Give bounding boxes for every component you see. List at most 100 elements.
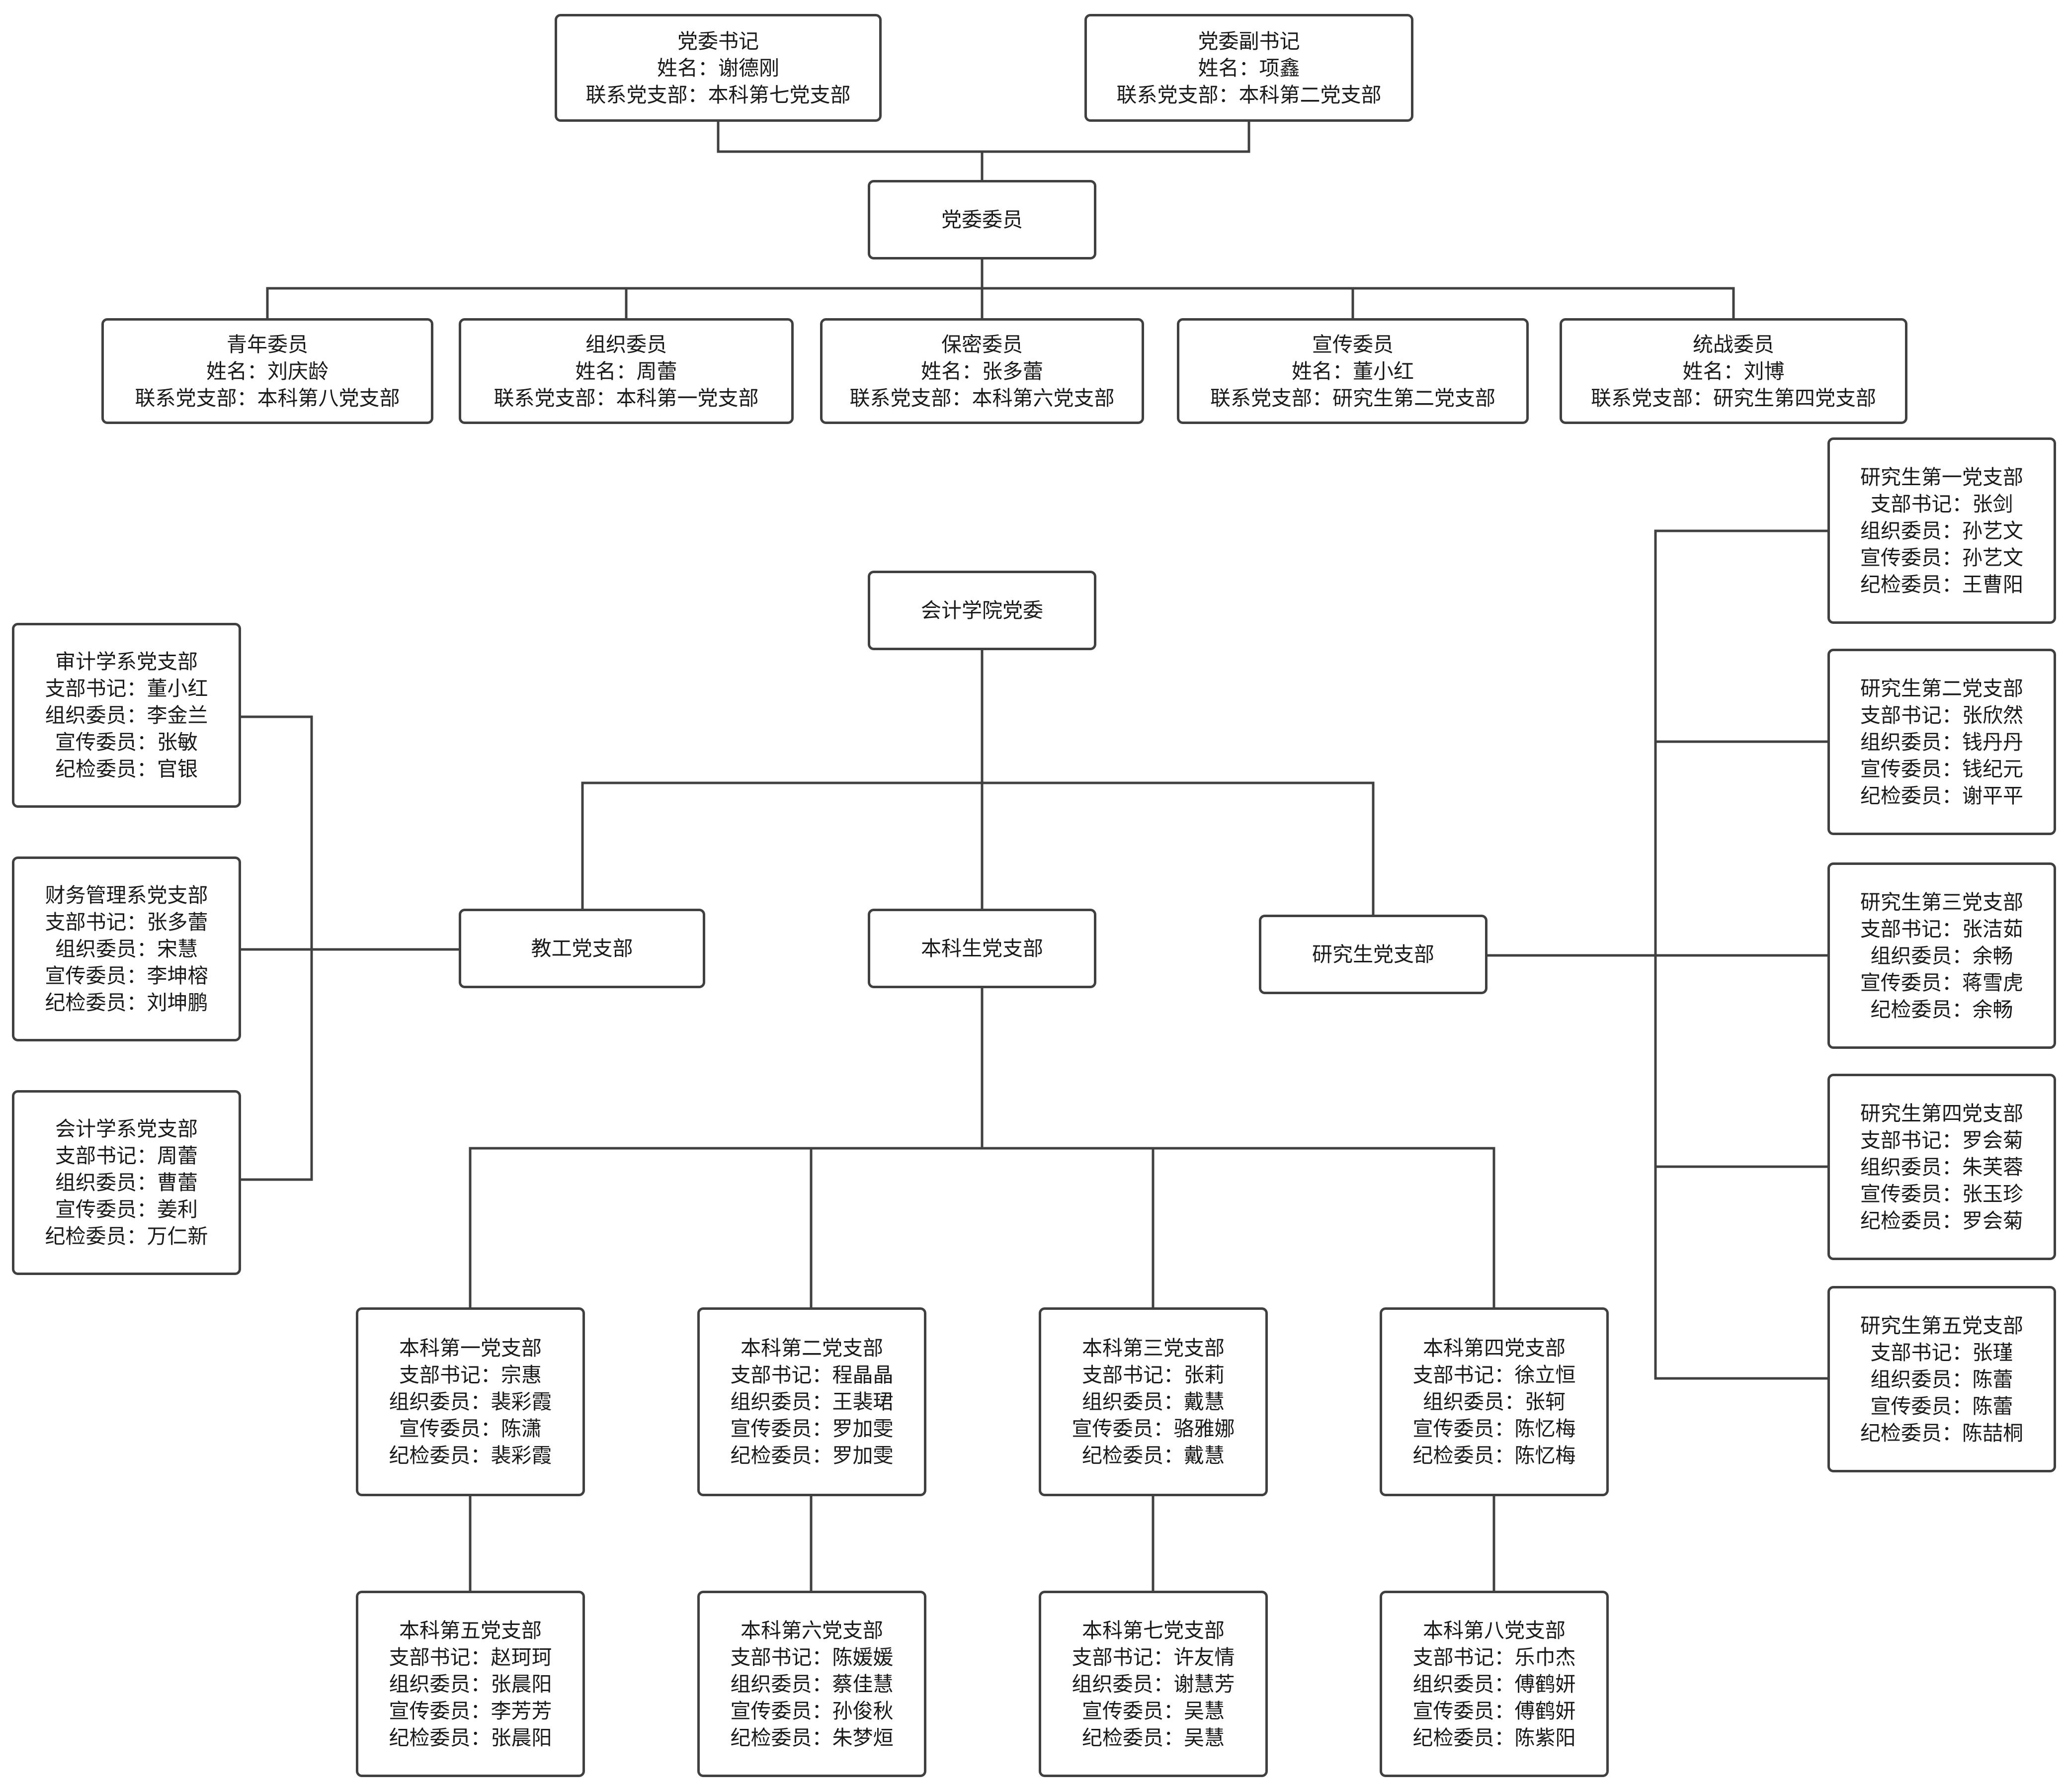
secretary-box: 党委书记 姓名：谢德刚 联系党支部：本科第七党支部 [555, 14, 882, 122]
node-line: 宣传委员：李芳芳 [389, 1699, 552, 1723]
node-line: 审计学系党支部 [55, 650, 198, 674]
node-line: 支部书记：乐巾杰 [1412, 1645, 1576, 1669]
undergrad-drops [810, 1148, 1155, 1307]
node-line: 组织委员：谢慧芳 [1072, 1672, 1235, 1696]
node-line: 研究生第四党支部 [1860, 1101, 2023, 1125]
node-line: 本科第八党支部 [1423, 1618, 1566, 1642]
node-line: 支部书记：许友情 [1072, 1645, 1235, 1669]
node-line: 支部书记：董小红 [45, 677, 208, 700]
node-line: 纪检委员：罗会菊 [1860, 1208, 2023, 1233]
node-line: 支部书记：宗惠 [399, 1363, 542, 1387]
node-line: 本科第四党支部 [1423, 1336, 1566, 1360]
node-line: 组织委员：王裴珺 [730, 1390, 894, 1414]
node-line: 会计学系党支部 [55, 1117, 198, 1141]
node-line: 纪检委员：陈忆梅 [1412, 1444, 1576, 1467]
node-line: 党委委员 [941, 208, 1023, 232]
node-line: 党委书记 [677, 29, 759, 53]
node-line: 研究生第三党支部 [1860, 890, 2023, 914]
node-line: 纪检委员：官银 [55, 757, 198, 781]
node-line: 研究生党支部 [1312, 942, 1434, 966]
node-line: 研究生第一党支部 [1860, 465, 2023, 489]
node-line: 姓名：董小红 [1292, 359, 1414, 383]
node-line: 支部书记：赵珂珂 [389, 1645, 552, 1669]
node-line: 纪检委员：戴慧 [1082, 1444, 1225, 1467]
node-line: 本科生党支部 [921, 937, 1043, 960]
grad-branch-node: 研究生党支部 [1259, 915, 1487, 994]
staff-branch-node: 教工党支部 [459, 909, 705, 988]
staff-child-node: 财务管理系党支部 支部书记：张多蕾 组织委员：宋慧 宣传委员：李坤榕 纪检委员：… [12, 856, 241, 1041]
node-line: 研究生第二党支部 [1860, 676, 2023, 700]
undergrad-child-node: 本科第四党支部 支部书记：徐立恒 组织委员：张轲 宣传委员：陈忆梅 纪检委员：陈… [1380, 1307, 1609, 1496]
node-line: 纪检委员：刘坤鹏 [45, 991, 208, 1015]
node-line: 支部书记：陈媛媛 [730, 1645, 894, 1669]
member-box-publicity: 宣传委员 姓名：董小红 联系党支部：研究生第二党支部 [1177, 318, 1529, 424]
node-line: 宣传委员：傅鹤妍 [1412, 1699, 1576, 1723]
node-line: 会计学院党委 [921, 598, 1043, 622]
node-line: 支部书记：张欣然 [1860, 703, 2023, 727]
node-line: 姓名：谢德刚 [657, 56, 779, 80]
node-line: 组织委员：李金兰 [45, 703, 208, 727]
member-box-confidentiality: 保密委员 姓名：张多蕾 联系党支部：本科第六党支部 [820, 318, 1144, 424]
node-line: 宣传委员：孙俊秋 [730, 1699, 894, 1723]
undergrad-child-node: 本科第二党支部 支部书记：程晶晶 组织委员：王裴珺 宣传委员：罗加雯 纪检委员：… [697, 1307, 926, 1496]
node-line: 姓名：刘博 [1682, 359, 1785, 383]
node-line: 宣传委员：蒋雪虎 [1860, 970, 2023, 995]
node-line: 宣传委员：钱纪元 [1860, 757, 2023, 781]
node-line: 组织委员：孙艺文 [1860, 518, 2023, 543]
node-line: 组织委员：朱芙蓉 [1860, 1155, 2023, 1179]
node-line: 宣传委员：吴慧 [1082, 1699, 1225, 1723]
node-line: 宣传委员：孙艺文 [1860, 545, 2023, 570]
node-line: 本科第二党支部 [741, 1336, 883, 1360]
node-line: 组织委员：钱丹丹 [1860, 730, 2023, 754]
node-line: 组织委员：蔡佳慧 [730, 1672, 894, 1696]
member-box-youth: 青年委员 姓名：刘庆龄 联系党支部：本科第八党支部 [101, 318, 433, 424]
undergrad-child-node: 本科第七党支部 支部书记：许友情 组织委员：谢慧芳 宣传委员：吴慧 纪检委员：吴… [1039, 1591, 1268, 1777]
node-line: 本科第一党支部 [399, 1336, 542, 1360]
grad-child-node: 研究生第二党支部 支部书记：张欣然 组织委员：钱丹丹 宣传委员：钱纪元 纪检委员… [1827, 649, 2056, 835]
node-line: 宣传委员：罗加雯 [730, 1417, 894, 1441]
undergrad-branch-node: 本科生党支部 [868, 909, 1096, 988]
node-line: 联系党支部：本科第二党支部 [1116, 83, 1382, 107]
node-line: 党委副书记 [1198, 29, 1300, 53]
node-line: 姓名：项鑫 [1198, 56, 1300, 80]
node-line: 宣传委员：李坤榕 [45, 964, 208, 988]
members-bar [266, 287, 1735, 318]
member-box-united-front: 统战委员 姓名：刘博 联系党支部：研究生第四党支部 [1560, 318, 1907, 424]
node-line: 宣传委员：陈蕾 [1870, 1394, 2013, 1418]
node-line: 组织委员：余畅 [1870, 943, 2013, 968]
node-line: 组织委员 [585, 332, 667, 356]
node-line: 组织委员：张轲 [1423, 1390, 1566, 1414]
node-line: 支部书记：罗会菊 [1860, 1128, 2023, 1152]
committee-members-box: 党委委员 [868, 180, 1096, 259]
member-box-organization: 组织委员 姓名：周蕾 联系党支部：本科第一党支部 [459, 318, 794, 424]
node-line: 纪检委员：张晨阳 [389, 1725, 552, 1750]
node-line: 保密委员 [941, 332, 1023, 356]
node-line: 组织委员：戴慧 [1082, 1390, 1225, 1414]
node-line: 支部书记：张瑾 [1870, 1340, 2013, 1365]
node-line: 组织委员：张晨阳 [389, 1672, 552, 1696]
node-line: 支部书记：张莉 [1082, 1363, 1225, 1387]
node-line: 支部书记：徐立恒 [1412, 1363, 1576, 1387]
node-line: 宣传委员：张敏 [55, 730, 198, 754]
node-line: 支部书记：张洁茹 [1860, 917, 2023, 941]
node-line: 纪检委员：裴彩霞 [389, 1444, 552, 1467]
undergrad-child-node: 本科第八党支部 支部书记：乐巾杰 组织委员：傅鹤妍 宣传委员：傅鹤妍 纪检委员：… [1380, 1591, 1609, 1777]
grad-child-node: 研究生第三党支部 支部书记：张洁茹 组织委员：余畅 宣传委员：蒋雪虎 纪检委员：… [1827, 862, 2056, 1049]
grad-child-node: 研究生第四党支部 支部书记：罗会菊 组织委员：朱芙蓉 宣传委员：张玉珍 纪检委员… [1827, 1074, 2056, 1260]
node-line: 姓名：张多蕾 [921, 359, 1043, 383]
node-line: 组织委员：傅鹤妍 [1412, 1672, 1576, 1696]
node-line: 纪检委员：陈喆桐 [1860, 1421, 2023, 1445]
node-line: 纪检委员：陈紫阳 [1412, 1725, 1576, 1750]
node-line: 本科第五党支部 [399, 1618, 542, 1642]
node-line: 青年委员 [227, 332, 308, 356]
node-line: 联系党支部：研究生第四党支部 [1591, 386, 1876, 410]
undergrad-child-node: 本科第五党支部 支部书记：赵珂珂 组织委员：张晨阳 宣传委员：李芳芳 纪检委员：… [356, 1591, 585, 1777]
node-line: 统战委员 [1693, 332, 1774, 356]
staff-child-node: 会计学系党支部 支部书记：周蕾 组织委员：曹蕾 宣传委员：姜利 纪检委员：万仁新 [12, 1090, 241, 1275]
node-line: 纪检委员：王曹阳 [1860, 572, 2023, 597]
node-line: 组织委员：陈蕾 [1870, 1367, 2013, 1391]
undergrad-bar [469, 1147, 1495, 1307]
node-line: 财务管理系党支部 [45, 883, 208, 907]
node-line: 组织委员：裴彩霞 [389, 1390, 552, 1414]
